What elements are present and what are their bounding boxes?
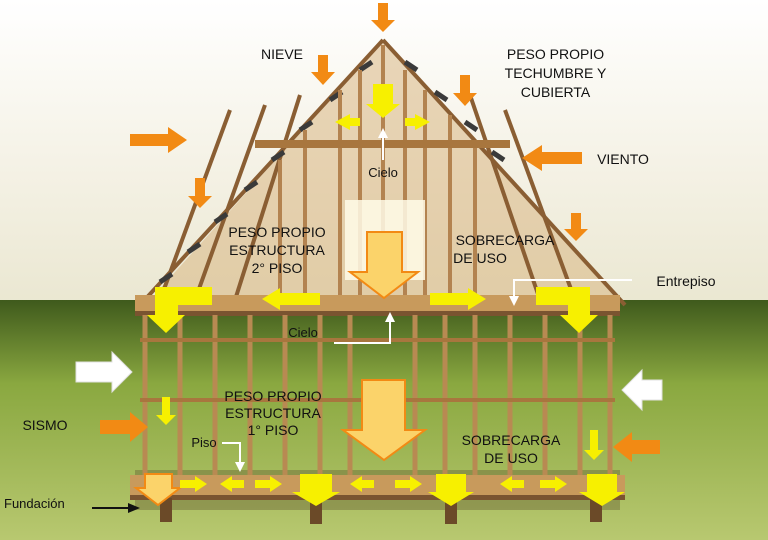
label-line: DE USO bbox=[440, 250, 520, 266]
label-line: TECHUMBRE Y bbox=[488, 65, 623, 81]
label-line: ESTRUCTURA bbox=[208, 405, 338, 421]
label-peso-propio-1: PESO PROPIO ESTRUCTURA 1° PISO bbox=[208, 388, 338, 438]
label-line: PESO PROPIO bbox=[208, 388, 338, 404]
label-sobrecarga-bottom: SOBRECARGA DE USO bbox=[446, 432, 576, 466]
label-sobrecarga-top: SOBRECARGA DE USO bbox=[440, 232, 570, 266]
label-line: ESTRUCTURA bbox=[212, 242, 342, 258]
label-cielo-mid: Cielo bbox=[280, 325, 326, 341]
label-line: 2° PISO bbox=[212, 260, 342, 276]
label-sismo: SISMO bbox=[14, 417, 76, 433]
label-cielo-top: Cielo bbox=[360, 165, 406, 181]
label-fundacion: Fundación bbox=[4, 496, 94, 512]
label-line: PESO PROPIO bbox=[488, 46, 623, 62]
label-nieve: NIEVE bbox=[252, 46, 312, 62]
label-line: SOBRECARGA bbox=[440, 232, 570, 248]
label-entrepiso: Entrepiso bbox=[645, 273, 727, 289]
label-viento: VIENTO bbox=[590, 151, 656, 167]
label-line: 1° PISO bbox=[208, 422, 338, 438]
label-line: DE USO bbox=[446, 450, 576, 466]
label-peso-propio-2: PESO PROPIO ESTRUCTURA 2° PISO bbox=[212, 224, 342, 276]
label-line: PESO PROPIO bbox=[212, 224, 342, 240]
label-line: SOBRECARGA bbox=[446, 432, 576, 448]
label-peso-propio-techumbre: PESO PROPIO TECHUMBRE Y CUBIERTA bbox=[488, 46, 623, 100]
ground-floor-edge bbox=[130, 495, 625, 500]
label-piso: Piso bbox=[186, 435, 222, 451]
label-line: CUBIERTA bbox=[488, 84, 623, 100]
